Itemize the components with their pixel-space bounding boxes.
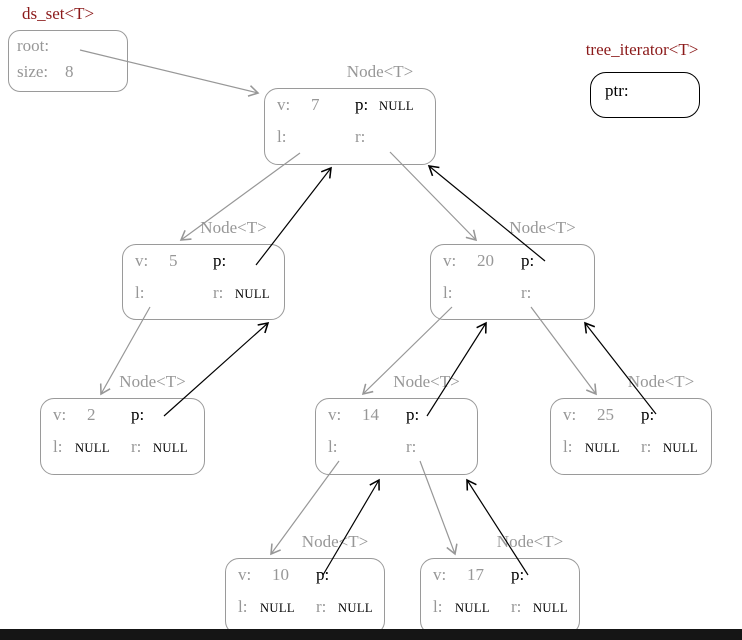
tree-node-25: Node<T> v: 25 p: l: NULL r: NULL bbox=[550, 372, 712, 475]
p-value: NULL bbox=[379, 99, 414, 113]
p-label: p: bbox=[131, 405, 145, 424]
node-type-label: Node<T> bbox=[119, 372, 186, 391]
v-value: 14 bbox=[362, 405, 379, 424]
v-label: v: bbox=[277, 95, 291, 114]
v-label: v: bbox=[238, 565, 252, 584]
v-label: v: bbox=[135, 251, 149, 270]
l-value: NULL bbox=[585, 441, 620, 455]
r-value: NULL bbox=[663, 441, 698, 455]
r-label: r: bbox=[316, 597, 327, 616]
tree-node-10: Node<T> v: 10 p: l: NULL r: NULL bbox=[225, 532, 385, 635]
v-value: 7 bbox=[311, 95, 320, 114]
r-label: r: bbox=[355, 127, 366, 146]
node-box: v: 20 p: l: r: bbox=[430, 244, 595, 320]
r-label: r: bbox=[511, 597, 522, 616]
ds-set-struct: ds_set<T> root: size: 8 bbox=[8, 4, 128, 92]
v-label: v: bbox=[53, 405, 67, 424]
node-type-label: Node<T> bbox=[496, 532, 564, 551]
l-label: l: bbox=[433, 597, 443, 616]
node-type-label: Node<T> bbox=[301, 532, 369, 551]
v-value: 25 bbox=[597, 405, 614, 424]
tree-iterator-title: tree_iterator<T> bbox=[585, 40, 699, 59]
tree-iterator-struct: tree_iterator<T> ptr: bbox=[560, 40, 724, 118]
node-type-label: Node<T> bbox=[393, 372, 460, 391]
p-label: p: bbox=[521, 251, 535, 270]
ds-set-box: root: size: 8 bbox=[8, 30, 128, 92]
r-label: r: bbox=[521, 283, 532, 302]
p-label: p: bbox=[213, 251, 227, 270]
r-label: r: bbox=[213, 283, 224, 302]
r-label: r: bbox=[641, 437, 652, 456]
p-label: p: bbox=[511, 565, 525, 584]
size-field-value: 8 bbox=[65, 62, 74, 81]
l-label: l: bbox=[135, 283, 145, 302]
r-value: NULL bbox=[235, 287, 270, 301]
v-value: 5 bbox=[169, 251, 178, 270]
r-value: NULL bbox=[338, 601, 373, 615]
node-box: v: 2 p: l: NULL r: NULL bbox=[40, 398, 205, 475]
v-value: 2 bbox=[87, 405, 96, 424]
tree-node-14: Node<T> v: 14 p: l: r: bbox=[315, 372, 478, 475]
p-label: p: bbox=[641, 405, 655, 424]
tree-node-17: Node<T> v: 17 p: l: NULL r: NULL bbox=[420, 532, 580, 635]
size-field-label: size: bbox=[17, 62, 49, 81]
tree-node-2: Node<T> v: 2 p: l: NULL r: NULL bbox=[40, 372, 205, 475]
v-label: v: bbox=[563, 405, 577, 424]
v-value: 10 bbox=[272, 565, 289, 584]
node-type-label: Node<T> bbox=[200, 218, 267, 237]
node-box: v: 17 p: l: NULL r: NULL bbox=[420, 558, 580, 635]
node-type-label: Node<T> bbox=[627, 372, 695, 391]
r-value: NULL bbox=[153, 441, 188, 455]
p-label: p: bbox=[406, 405, 420, 424]
v-label: v: bbox=[328, 405, 342, 424]
v-value: 17 bbox=[467, 565, 484, 584]
r-value: NULL bbox=[533, 601, 568, 615]
l-label: l: bbox=[53, 437, 63, 456]
l-label: l: bbox=[277, 127, 287, 146]
p-label: p: bbox=[355, 95, 369, 114]
r-label: r: bbox=[406, 437, 417, 456]
ds-set-title: ds_set<T> bbox=[22, 4, 95, 23]
tree-node-20: Node<T> v: 20 p: l: r: bbox=[430, 218, 595, 320]
ptr-field-label: ptr: bbox=[605, 81, 629, 100]
node-type-label: Node<T> bbox=[346, 62, 414, 81]
v-value: 20 bbox=[477, 251, 494, 270]
l-label: l: bbox=[328, 437, 338, 456]
l-label: l: bbox=[443, 283, 453, 302]
node-box: v: 7 p: NULL l: r: bbox=[264, 88, 436, 165]
l-value: NULL bbox=[455, 601, 490, 615]
tree-iterator-box: ptr: bbox=[590, 72, 700, 118]
v-label: v: bbox=[433, 565, 447, 584]
l-value: NULL bbox=[260, 601, 295, 615]
node-box: v: 25 p: l: NULL r: NULL bbox=[550, 398, 712, 475]
v-label: v: bbox=[443, 251, 457, 270]
tree-node-5: Node<T> v: 5 p: l: r: NULL bbox=[122, 218, 285, 320]
node-box: v: 5 p: l: r: NULL bbox=[122, 244, 285, 320]
node-box: v: 10 p: l: NULL r: NULL bbox=[225, 558, 385, 635]
l-label: l: bbox=[563, 437, 573, 456]
root-field-label: root: bbox=[17, 36, 50, 55]
r-label: r: bbox=[131, 437, 142, 456]
l-value: NULL bbox=[75, 441, 110, 455]
p-label: p: bbox=[316, 565, 330, 584]
l-label: l: bbox=[238, 597, 248, 616]
window-bottom-edge bbox=[0, 629, 742, 640]
tree-node-7: Node<T> v: 7 p: NULL l: r: bbox=[264, 62, 436, 165]
node-box: v: 14 p: l: r: bbox=[315, 398, 478, 475]
node-type-label: Node<T> bbox=[509, 218, 576, 237]
